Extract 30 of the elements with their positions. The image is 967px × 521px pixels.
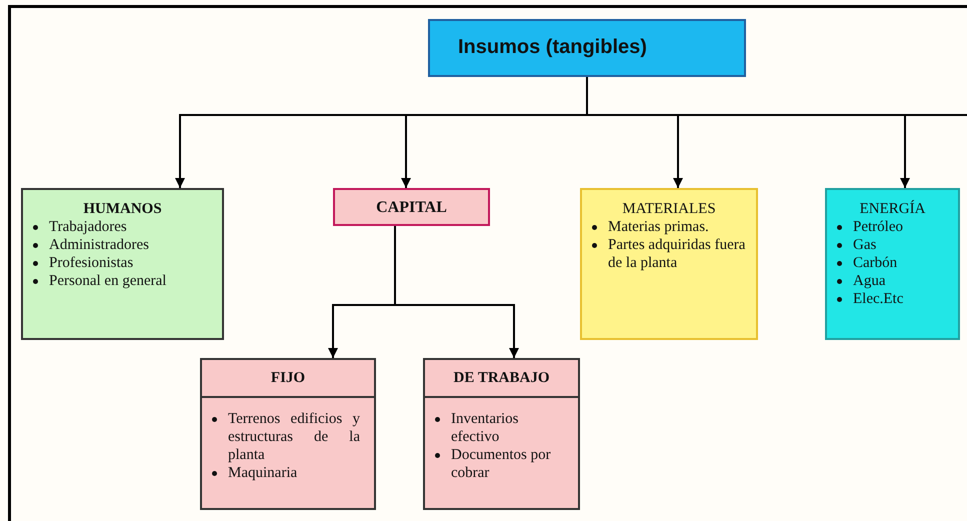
list-item: Inventarios efectivo [451, 410, 520, 446]
list-item: Administradores [49, 236, 150, 254]
title-text: Insumos (tangibles) [457, 35, 648, 59]
category-box [200, 358, 376, 510]
heading-text: DE TRABAJO [425, 360, 578, 398]
category-box [21, 188, 224, 340]
arrow [394, 226, 519, 358]
list-item: Agua [853, 272, 886, 290]
title-box [428, 19, 746, 77]
category-box [580, 188, 758, 340]
heading-text: FIJO [202, 360, 374, 398]
list-item: Personal en general [49, 272, 168, 290]
list-item: Carbón [853, 254, 898, 272]
heading-text: CAPITAL [375, 198, 448, 217]
list-item: Partes adquiridas fuera de la planta [608, 236, 746, 272]
category-box [333, 188, 490, 226]
list-item: Documentos por cobrar [451, 446, 552, 482]
list-item: Materias primas. [608, 218, 710, 236]
list-item: Trabajadores [49, 218, 128, 236]
list-item: Profesionistas [49, 254, 134, 272]
list-item: Petróleo [853, 218, 904, 236]
list-item: Terrenos edificios y estructuras de la planta [228, 410, 360, 464]
heading-text: ENERGÍA [858, 199, 926, 218]
list-item: Maquinaria [228, 464, 298, 482]
category-box [825, 188, 960, 340]
list-item: Gas [853, 236, 878, 254]
category-box [423, 358, 580, 510]
heading-text: HUMANOS [82, 200, 163, 218]
list-item: Elec.Etc [853, 290, 904, 308]
heading-text: MATERIALES [621, 200, 717, 218]
